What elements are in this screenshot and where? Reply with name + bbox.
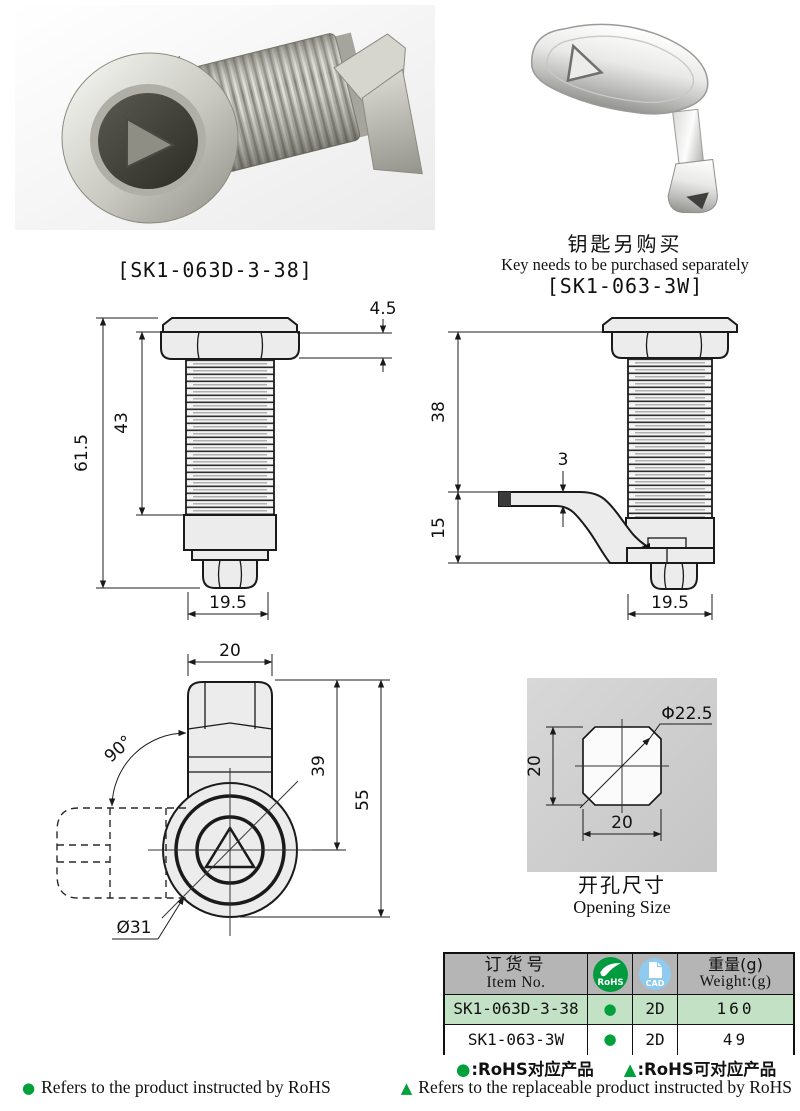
column-header-weight: 重量(g) Weight:(g) xyxy=(678,954,793,995)
opening-size-caption: 开孔尺寸 Opening Size xyxy=(527,874,717,918)
green-dot-icon: ● xyxy=(22,1079,36,1097)
lock-flange-face xyxy=(61,52,239,224)
column-header-item: 订货号 Item No. xyxy=(445,954,588,995)
legend-dot-item: ●:RoHS对应产品 xyxy=(456,1060,594,1079)
cad-link-cell: 2D xyxy=(633,995,678,1025)
cad-icon: CAD xyxy=(639,958,671,990)
key-caption-block: 钥匙另购买 Key needs to be purchased separate… xyxy=(452,233,798,297)
dimension-label: 90° xyxy=(101,732,137,767)
dimension-label: 19.5 xyxy=(209,593,247,613)
lock-cam xyxy=(333,33,423,175)
cad-link-cell: 2D xyxy=(633,1025,678,1055)
dimension-label: Ø31 xyxy=(116,918,151,938)
rohs-legend: ●:RoHS对应产品 ▲:RoHS可对应产品 xyxy=(456,1056,776,1080)
rohs-footnote: ●Refers to the product instructed by RoH… xyxy=(22,1077,792,1098)
dimension-label: 39 xyxy=(309,755,329,777)
dimension-label: 4.5 xyxy=(369,299,396,319)
dimension-label: 20 xyxy=(525,755,545,777)
dimension-label: 20 xyxy=(219,641,241,661)
opening-title-en: Opening Size xyxy=(573,897,671,917)
dimension-label: 19.5 xyxy=(651,593,689,613)
dimension-label: 38 xyxy=(429,401,449,423)
column-header-rohs: RoHS xyxy=(588,954,633,995)
side-view-drawing: 38 15 3 19.5 xyxy=(429,317,738,620)
key-note-en: Key needs to be purchased separately xyxy=(501,255,749,274)
top-view-drawing: 90° 20 39 55 Ø31 xyxy=(56,641,390,940)
key-note-zh: 钥匙另购买 xyxy=(567,232,683,256)
key-shape xyxy=(530,23,718,214)
lock-item-code: [SK1-063D-3-38] xyxy=(117,258,313,282)
dimension-label: 15 xyxy=(429,517,449,539)
dimension-label: Φ22.5 xyxy=(661,704,712,724)
green-triangle-icon: ▲ xyxy=(400,1079,413,1097)
rohs-icon: RoHS xyxy=(592,956,628,992)
opening-title-zh: 开孔尺寸 xyxy=(578,873,666,897)
item-no-cell: SK1-063D-3-38 xyxy=(445,995,588,1025)
weight-cell: 49 xyxy=(678,1025,793,1055)
key-photo xyxy=(530,23,718,214)
green-dot-icon: ● xyxy=(456,1060,471,1079)
key-triangle-hole xyxy=(566,43,604,83)
front-view-drawing: 61.5 43 4.5 19.5 xyxy=(72,299,397,620)
rohs-status-dot: ● xyxy=(588,1025,633,1055)
key-ferrule xyxy=(667,158,718,214)
dimension-label: 61.5 xyxy=(72,434,92,472)
green-triangle-icon: ▲ xyxy=(623,1060,637,1079)
weight-cell: 160 xyxy=(678,995,793,1025)
cam-tip xyxy=(499,492,511,506)
dimension-label: 43 xyxy=(112,412,132,434)
spec-table: 订货号 Item No. RoHS CAD 重量(g) Weight:(g) S… xyxy=(443,952,795,1055)
footnote-triangle: ▲Refers to the replaceable product instr… xyxy=(400,1077,792,1097)
item-no-cell: SK1-063-3W xyxy=(445,1025,588,1055)
opening-size-drawing: Φ22.5 20 20 xyxy=(525,678,717,872)
svg-text:RoHS: RoHS xyxy=(597,977,623,987)
key-item-code: [SK1-063-3W] xyxy=(546,274,704,299)
column-header-cad: CAD xyxy=(633,954,678,995)
cam-lock-photo xyxy=(15,5,435,230)
footnote-dot: ●Refers to the product instructed by RoH… xyxy=(22,1077,331,1097)
legend-triangle-item: ▲:RoHS可对应产品 xyxy=(623,1060,777,1079)
dimension-label: 20 xyxy=(611,813,633,833)
rohs-status-dot: ● xyxy=(588,995,633,1025)
dimension-label: 55 xyxy=(353,789,373,811)
svg-text:CAD: CAD xyxy=(646,979,665,988)
dimension-label: 3 xyxy=(558,450,569,470)
